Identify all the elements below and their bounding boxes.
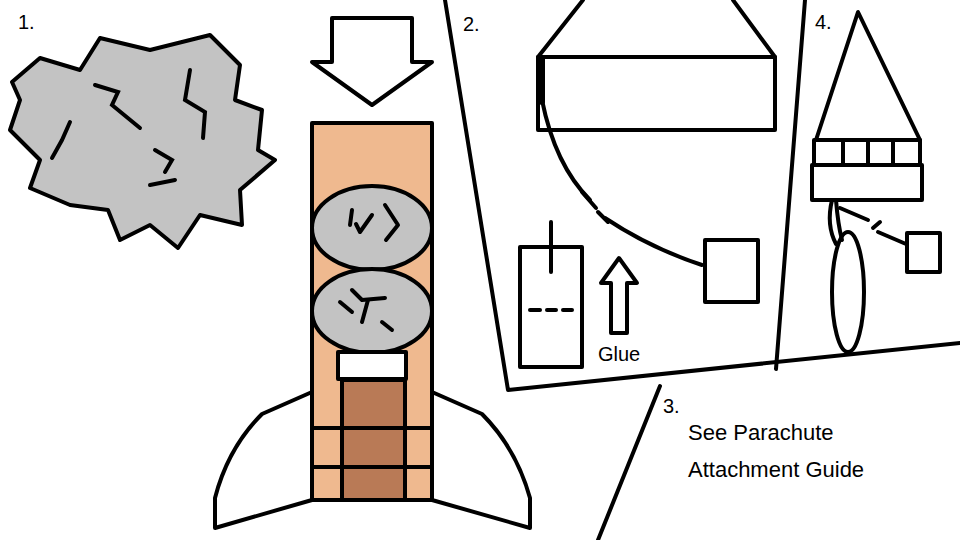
glue-label: Glue xyxy=(598,342,640,366)
rocket-figure xyxy=(215,18,530,528)
engine-cap xyxy=(338,352,406,379)
rocket-body xyxy=(312,123,432,500)
fin xyxy=(215,392,312,528)
wadding-blob xyxy=(10,35,275,248)
rocket-engine xyxy=(342,380,405,500)
panel-divider xyxy=(598,386,660,540)
step-number: 2. xyxy=(463,12,480,36)
down-arrow xyxy=(312,18,432,105)
assembled-nose-cone xyxy=(812,12,940,352)
step-number: 3. xyxy=(663,394,680,418)
fin xyxy=(432,392,530,528)
small-box xyxy=(705,240,758,302)
parachute-attachment-sketch xyxy=(520,0,775,367)
up-arrow xyxy=(601,258,637,333)
step-number: 1. xyxy=(18,10,35,34)
step-number: 4. xyxy=(815,10,832,34)
instruction-note: See Parachute Attachment Guide xyxy=(688,414,918,488)
wadding-ball xyxy=(312,269,432,353)
panel-divider xyxy=(445,0,960,390)
panel-divider xyxy=(776,0,805,369)
wadding-ball xyxy=(312,186,432,270)
nose-cone-base xyxy=(538,57,775,130)
